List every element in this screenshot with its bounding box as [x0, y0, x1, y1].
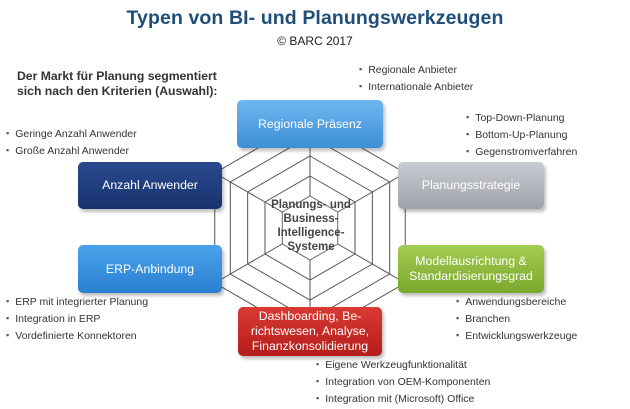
copyright-note: © BARC 2017: [277, 34, 353, 48]
web-spoke: [214, 172, 283, 213]
center-line: Systeme: [287, 241, 335, 253]
bullets-strategy: Top-Down-Planung Bottom-Up-Planung Gegen…: [466, 110, 577, 160]
web-spoke: [337, 172, 406, 213]
bullet-item: Integration in ERP: [6, 311, 148, 328]
criterion-label-line: Standardisierungsgrad: [409, 269, 533, 283]
criterion-label-line: Finanzkonsolidierung: [251, 339, 369, 353]
bullet-item: Regionale Anbieter: [359, 62, 473, 79]
criterion-regional-presence: Regionale Präsenz: [237, 100, 383, 148]
web-spoke: [337, 243, 406, 284]
bullet-item: Geringe Anzahl Anwender: [6, 126, 136, 143]
bullet-item: ERP mit integrierter Planung: [6, 294, 148, 311]
bullets-model: Anwendungsbereiche Branchen Entwicklungs…: [456, 294, 577, 344]
criterion-label-line: Modellausrichtung &: [415, 254, 527, 268]
criterion-user-count: Anzahl Anwender: [78, 162, 222, 209]
criterion-dashboarding: Dashboarding, Be- richtswesen, Analyse, …: [238, 307, 382, 356]
bullet-item: Integration mit (Microsoft) Office: [316, 391, 490, 408]
bullets-users: Geringe Anzahl Anwender Große Anzahl Anw…: [6, 126, 137, 160]
bullet-item: Bottom-Up-Planung: [466, 127, 577, 144]
page-title: Typen von BI- und Planungswerkzeugen: [126, 7, 504, 29]
intro-line: sich nach den Kriterien (Auswahl):: [17, 84, 218, 98]
center-line: Business-: [283, 213, 339, 225]
bullet-item: Entwicklungswerkzeuge: [456, 328, 577, 345]
bullet-item: Vordefinierte Konnektoren: [6, 328, 148, 345]
intro-text: Der Markt für Planung segmentiert sich n…: [17, 69, 247, 99]
bullet-item: Eigene Werkzeugfunktionalität: [316, 357, 490, 374]
bullet-item: Gegenstromverfahren: [466, 144, 577, 161]
bullet-item: Große Anzahl Anwender: [6, 143, 137, 160]
criterion-label: Planungsstrategie: [421, 178, 521, 192]
criterion-planning-strategy: Planungsstrategie: [398, 162, 544, 209]
bullet-item: Top-Down-Planung: [466, 110, 577, 127]
web-spoke: [214, 243, 283, 284]
bullet-item: Anwendungsbereiche: [456, 294, 577, 311]
bullet-item: Branchen: [456, 311, 577, 328]
bullets-regional: Regionale Anbieter Internationale Anbiet…: [359, 62, 473, 96]
criterion-erp-connection: ERP-Anbindung: [78, 245, 222, 293]
criterion-label: Anzahl Anwender: [102, 178, 198, 192]
bullet-item: Integration von OEM-Komponenten: [316, 374, 490, 391]
bullets-dashboard: Eigene Werkzeugfunktionalität Integratio…: [316, 357, 490, 407]
bullet-item: Internationale Anbieter: [359, 79, 473, 96]
intro-line: Der Markt für Planung segmentiert: [17, 69, 217, 83]
criterion-label-line: Dashboarding, Be-: [258, 309, 362, 323]
criterion-model-alignment: Modellausrichtung & Standardisierungsgra…: [398, 245, 544, 293]
center-line: Intelligence-: [277, 227, 345, 239]
criterion-label: ERP-Anbindung: [105, 261, 195, 276]
criterion-label-line: richtswesen, Analyse,: [250, 324, 370, 338]
center-line: Planungs- und: [271, 199, 351, 211]
bullets-erp: ERP mit integrierter Planung Integration…: [6, 294, 148, 344]
criterion-label: Regionale Präsenz: [258, 116, 362, 131]
center-label: Planungs- und Business- Intelligence- Sy…: [261, 198, 361, 254]
